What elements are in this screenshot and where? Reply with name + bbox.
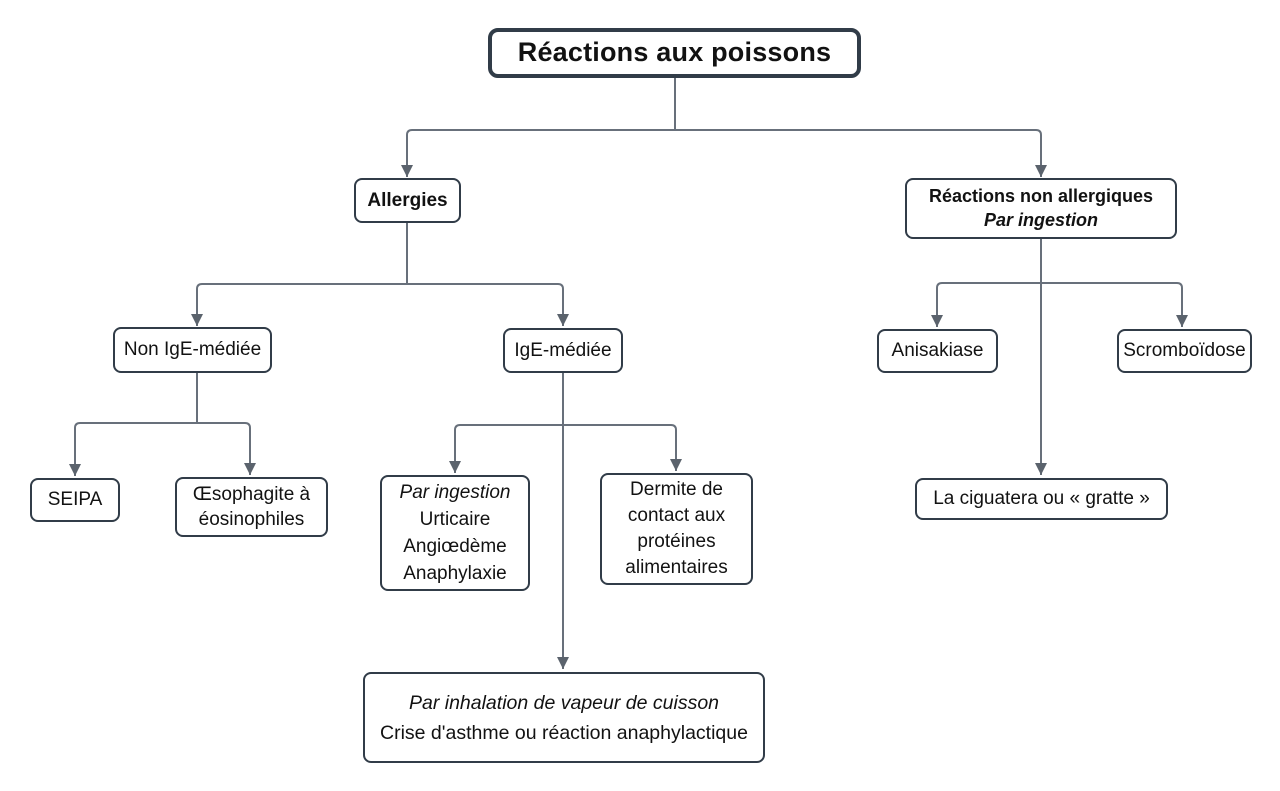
node-non-ige-mediee: Non IgE-médiée [113, 327, 272, 373]
node-ciguatera: La ciguatera ou « gratte » [915, 478, 1168, 520]
node-line: Anaphylaxie [403, 563, 507, 584]
node-reactions-non-allergiques: Réactions non allergiques Par ingestion [905, 178, 1177, 239]
node-label: Dermite de contact aux protéines aliment… [625, 479, 728, 578]
node-reactions-aux-poissons: Réactions aux poissons [488, 28, 861, 78]
node-label: Scromboïdose [1123, 340, 1246, 362]
node-sublabel: Par inhalation de vapeur de cuisson [408, 691, 720, 714]
node-title-label: Réactions aux poissons [517, 37, 832, 68]
node-seipa: SEIPA [30, 478, 120, 522]
node-label: La ciguatera ou « gratte » [933, 488, 1150, 510]
node-ige-mediee: IgE-médiée [503, 328, 623, 373]
node-sublabel: Par ingestion [983, 209, 1099, 230]
node-label: Œsophagite à éosinophiles [192, 483, 311, 530]
node-anisakiase: Anisakiase [877, 329, 998, 373]
connector-allergies-branch [191, 283, 569, 326]
node-par-ingestion: Par ingestion Urticaire Angiœdème Anaphy… [380, 475, 530, 591]
node-line: Urticaire [419, 509, 491, 530]
node-label: IgE-médiée [514, 339, 612, 361]
node-label: Allergies [367, 189, 448, 211]
connector-nonige-branch [69, 422, 256, 476]
connector-nonallergiques-branch [931, 282, 1188, 327]
node-label: Réactions non allergiques [928, 185, 1154, 206]
node-oesophagite: Œsophagite à éosinophiles [175, 477, 328, 537]
node-allergies: Allergies [354, 178, 461, 223]
node-label: Anisakiase [891, 340, 984, 362]
node-label: SEIPA [47, 489, 103, 511]
node-dermite: Dermite de contact aux protéines aliment… [600, 473, 753, 585]
node-par-inhalation: Par inhalation de vapeur de cuisson Cris… [363, 672, 765, 763]
node-line: Angiœdème [403, 536, 507, 557]
node-line: Crise d'asthme ou réaction anaphylactiqu… [380, 721, 748, 744]
node-sublabel: Par ingestion [399, 482, 511, 503]
node-scromboidose: Scromboïdose [1117, 329, 1252, 373]
connector-root-branch [401, 129, 1047, 177]
connector-ige-branch [449, 424, 682, 473]
node-label: Non IgE-médiée [123, 339, 262, 361]
